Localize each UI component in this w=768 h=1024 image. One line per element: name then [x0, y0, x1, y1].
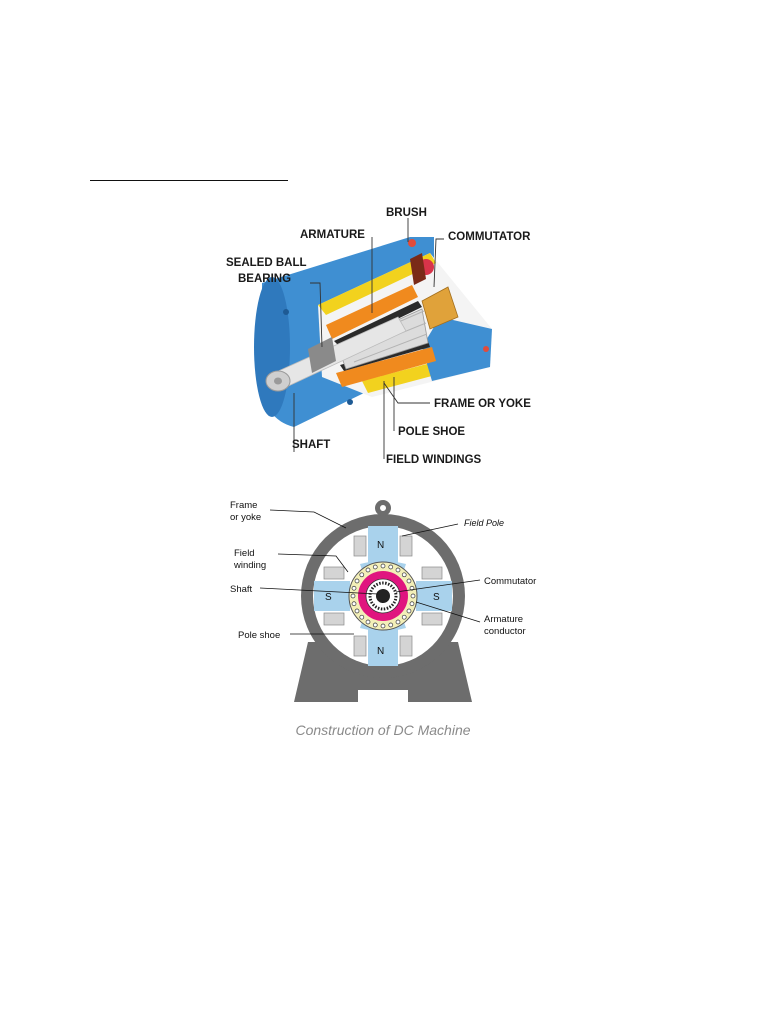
- armature-conductor: [395, 619, 401, 625]
- lifting-eye-hole: [380, 505, 386, 511]
- commutator-leader: [395, 579, 481, 593]
- armature-conductor: [354, 608, 360, 614]
- field-winding: [421, 612, 443, 626]
- field-winding: [323, 566, 345, 580]
- armature-conductor: [372, 564, 378, 570]
- field-pole-bottom: [368, 628, 398, 666]
- armature-conductor: [380, 623, 386, 629]
- figure-caption: Construction of DC Machine: [295, 722, 471, 738]
- frame-leader: [269, 509, 347, 529]
- label-bearing: BEARING: [238, 273, 291, 285]
- label-or-yoke: or yoke: [230, 512, 261, 523]
- label-armature: ARMATURE: [300, 229, 365, 241]
- yoke-rear: [422, 317, 492, 381]
- field-pole-leader: [401, 523, 459, 537]
- shaft-center: [274, 377, 282, 385]
- armature-conductor: [380, 563, 386, 569]
- armature-conductor: [365, 619, 371, 625]
- commutator: [421, 286, 459, 330]
- label-shaft: SHAFT: [292, 439, 330, 451]
- heading-underline: [90, 180, 288, 181]
- field-pole-top: [368, 526, 398, 564]
- armature-conductor: [388, 622, 394, 628]
- label-shaft: Shaft: [230, 584, 253, 595]
- armature-conductor: [351, 601, 357, 607]
- sealed-ball-bearing: [308, 337, 336, 373]
- field-winding: [399, 535, 413, 557]
- bolt-hole: [347, 399, 353, 405]
- commutator-segments: [368, 581, 398, 611]
- armature-conductor: [359, 572, 365, 578]
- field-pole-left: [314, 581, 350, 611]
- label-pole-shoe: POLE SHOE: [398, 426, 465, 438]
- field-winding-leader: [277, 553, 349, 573]
- pole-letter-s-left: S: [325, 592, 332, 603]
- label-brush: BRUSH: [386, 207, 427, 219]
- field-winding: [353, 635, 367, 657]
- label-armature: Armature: [484, 614, 523, 625]
- dc-machine-cross-section: N N S S Frame or yoke Field Pole Field w…: [218, 492, 548, 710]
- field-winding: [421, 566, 443, 580]
- field-pole-right: [416, 581, 452, 611]
- terminal: [483, 346, 489, 352]
- armature-conductor: [350, 593, 356, 599]
- armature-conductor: [401, 614, 407, 620]
- armature-conductor: [351, 585, 357, 591]
- shaft-leader: [259, 587, 379, 595]
- pole-letter-s-right: S: [433, 592, 440, 603]
- armature-conductor: [359, 614, 365, 620]
- label-commutator: COMMUTATOR: [448, 231, 531, 243]
- bearing-leader: [310, 282, 323, 348]
- pole-letter-n-bottom: N: [377, 646, 384, 657]
- field-winding: [323, 612, 345, 626]
- cut-edge: [318, 253, 436, 315]
- label-field-windings: FIELD WINDINGS: [386, 454, 482, 466]
- frame-leader: [383, 382, 430, 404]
- armature-conductor: [372, 622, 378, 628]
- armature-conductor: [401, 572, 407, 578]
- armature-conductor-leader: [415, 601, 481, 623]
- bolt-hole: [283, 309, 289, 315]
- label-commutator: Commutator: [484, 576, 536, 587]
- armature-conductor: [406, 608, 412, 614]
- armature-conductor: [354, 578, 360, 584]
- terminal: [408, 239, 416, 247]
- label-frame: Frame: [230, 500, 257, 511]
- armature-conductor: [409, 601, 415, 607]
- armature-conductor: [365, 567, 371, 573]
- label-frame-or-yoke: FRAME OR YOKE: [434, 398, 531, 410]
- label-sealed-ball: SEALED BALL: [226, 257, 307, 269]
- field-winding: [399, 635, 413, 657]
- dc-motor-cutaway-illustration: BRUSH ARMATURE COMMUTATOR SEALED BALL BE…: [222, 197, 540, 482]
- housing-end-face: [254, 277, 290, 417]
- shaft: [376, 589, 390, 603]
- pole-letter-n-top: N: [377, 540, 384, 551]
- armature-conductor: [388, 564, 394, 570]
- armature-conductor: [406, 578, 412, 584]
- brush-holder: [410, 253, 426, 285]
- field-winding: [353, 535, 367, 557]
- label-pole-shoe: Pole shoe: [238, 630, 280, 641]
- pole-shoe-top: [334, 301, 422, 347]
- armature-conductors: [350, 563, 416, 629]
- label-winding: winding: [233, 560, 266, 571]
- armature-conductor: [395, 567, 401, 573]
- label-conductor: conductor: [484, 626, 526, 637]
- label-field: Field: [234, 548, 255, 559]
- label-field-pole: Field Pole: [464, 518, 504, 528]
- armature-conductor: [410, 593, 416, 599]
- commutator-leader: [433, 238, 444, 288]
- field-winding-bottom: [336, 347, 436, 387]
- armature-slot: [353, 333, 428, 363]
